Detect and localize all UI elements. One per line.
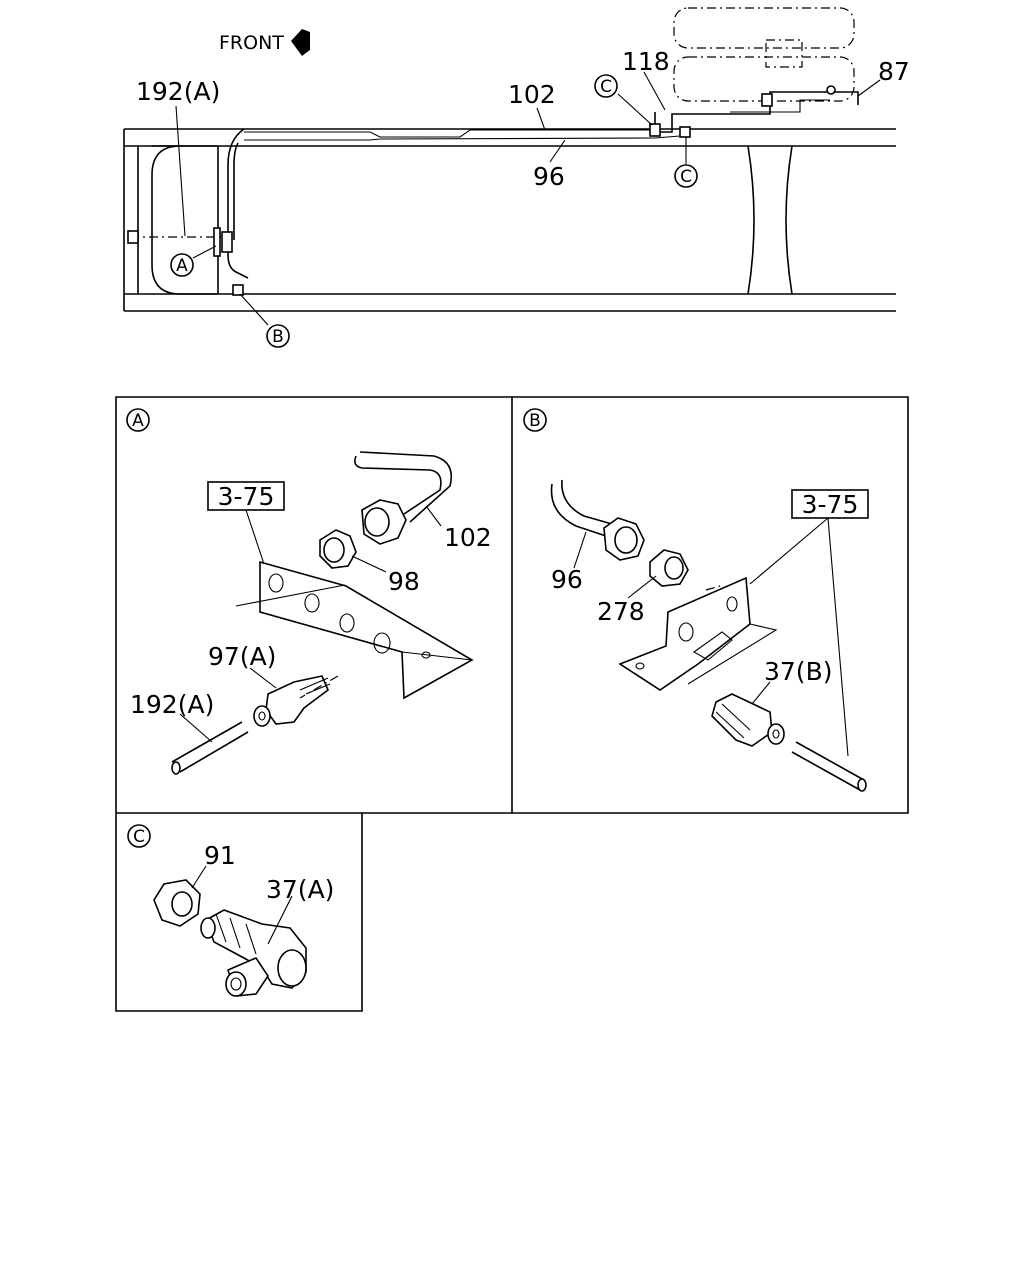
union-97a xyxy=(265,675,329,725)
panel-a-ref-box xyxy=(207,481,285,511)
fitting-a xyxy=(221,231,233,253)
leader-a-97a xyxy=(249,667,277,689)
pipe-102-detail xyxy=(354,455,442,515)
bracket-b-edge xyxy=(687,623,778,685)
label-87: 87 xyxy=(878,57,910,86)
leader-b-ref xyxy=(749,517,849,757)
leader-a-102 xyxy=(425,505,442,527)
fitting-b xyxy=(232,284,244,296)
svg-text:C: C xyxy=(600,77,612,97)
tee-fitting-thread xyxy=(215,913,257,955)
tank-outline xyxy=(151,145,218,295)
bracket-a-edge xyxy=(235,584,473,661)
detail-panel-c: C 91 37(A) xyxy=(127,824,334,997)
bolt-head xyxy=(127,230,139,244)
fitting-c1 xyxy=(649,123,661,137)
panel-b-ref-box xyxy=(791,489,869,519)
callout-c-2: C xyxy=(674,164,698,188)
centerline-a-detail xyxy=(299,675,339,699)
panel-b-label-96: 96 xyxy=(551,565,583,594)
leader-b-278 xyxy=(627,575,657,599)
panel-b-tag: B xyxy=(523,408,547,432)
detail-panel-a: A 3-75 102 xyxy=(126,408,492,775)
fitting-c2 xyxy=(679,126,691,138)
panel-a-tag: A xyxy=(126,408,150,432)
bracket-b xyxy=(618,576,751,691)
detail-panel-frames xyxy=(115,396,909,1012)
callout-c-1: C xyxy=(594,74,618,98)
pipe-102-detail-outer xyxy=(359,451,453,523)
fitting-87 xyxy=(826,85,836,95)
centerline-b-detail xyxy=(705,585,721,591)
svg-text:B: B xyxy=(529,411,541,431)
leader-118 xyxy=(643,71,666,111)
union-37b xyxy=(711,693,773,747)
leader-a xyxy=(192,245,217,259)
leader-a-98 xyxy=(351,555,387,573)
label-102: 102 xyxy=(508,80,556,109)
cross-member xyxy=(152,145,219,294)
leader-87 xyxy=(857,79,881,97)
panel-a-label-98: 98 xyxy=(388,567,420,596)
leader-b xyxy=(239,293,269,326)
pipe-96-vertical xyxy=(233,142,239,240)
valve-block xyxy=(761,93,773,107)
label-96: 96 xyxy=(533,162,565,191)
detail-panel-b: B 3-75 96 278 xyxy=(523,408,869,792)
overview-diagram: FRONT xyxy=(123,7,910,348)
leader-a-ref xyxy=(245,509,265,565)
leader-b-37b xyxy=(751,681,771,705)
right-cross-member xyxy=(747,145,793,295)
pipe-87 xyxy=(730,99,830,113)
svg-text:B: B xyxy=(272,327,284,347)
front-arrow-icon xyxy=(291,29,310,56)
fitting-a-washer xyxy=(213,227,221,257)
svg-text:C: C xyxy=(680,167,692,187)
svg-text:A: A xyxy=(176,256,188,276)
pipe-96-detail-outer xyxy=(561,479,613,525)
leader-96 xyxy=(549,139,566,163)
pipe-102-vertical xyxy=(227,128,249,279)
svg-text:C: C xyxy=(133,827,145,847)
panel-c-tag: C xyxy=(127,824,151,848)
chassis-frame xyxy=(123,128,896,312)
label-192a: 192(A) xyxy=(136,77,220,106)
leader-b-96 xyxy=(573,531,587,569)
bracket-a xyxy=(259,560,474,700)
svg-text:A: A xyxy=(132,411,144,431)
tube-192a xyxy=(171,721,249,773)
pipe-102 xyxy=(244,129,655,138)
front-label: FRONT xyxy=(219,32,284,54)
callout-b: B xyxy=(266,324,290,348)
leader-c-91 xyxy=(191,865,207,889)
tube-b xyxy=(791,741,865,791)
callout-a: A xyxy=(170,253,194,277)
leader-c1 xyxy=(617,93,653,126)
panel-a-label-97a: 97(A) xyxy=(208,642,276,671)
union-37b-thread xyxy=(715,703,751,739)
spare-tire-top xyxy=(673,7,855,49)
panel-b-label-37b: 37(B) xyxy=(764,657,832,686)
tire-hub xyxy=(765,39,803,68)
leader-192a xyxy=(175,105,186,237)
label-118: 118 xyxy=(622,47,670,76)
bracket-b-slot xyxy=(692,631,733,661)
panel-a-label-102: 102 xyxy=(444,523,492,552)
panel-a-ref-label: 3-75 xyxy=(218,482,275,511)
pipe-96-detail xyxy=(550,483,607,537)
panel-c-label-37a: 37(A) xyxy=(266,875,334,904)
pipe-96 xyxy=(244,135,681,141)
leader-102 xyxy=(536,107,546,131)
panel-b-ref-label: 3-75 xyxy=(802,490,859,519)
panel-a-label-192a: 192(A) xyxy=(130,690,214,719)
leader-a-192a xyxy=(179,713,213,743)
leader-c-37a xyxy=(267,895,293,945)
panel-c-label-91: 91 xyxy=(204,841,236,870)
panel-b-label-278: 278 xyxy=(597,597,645,626)
